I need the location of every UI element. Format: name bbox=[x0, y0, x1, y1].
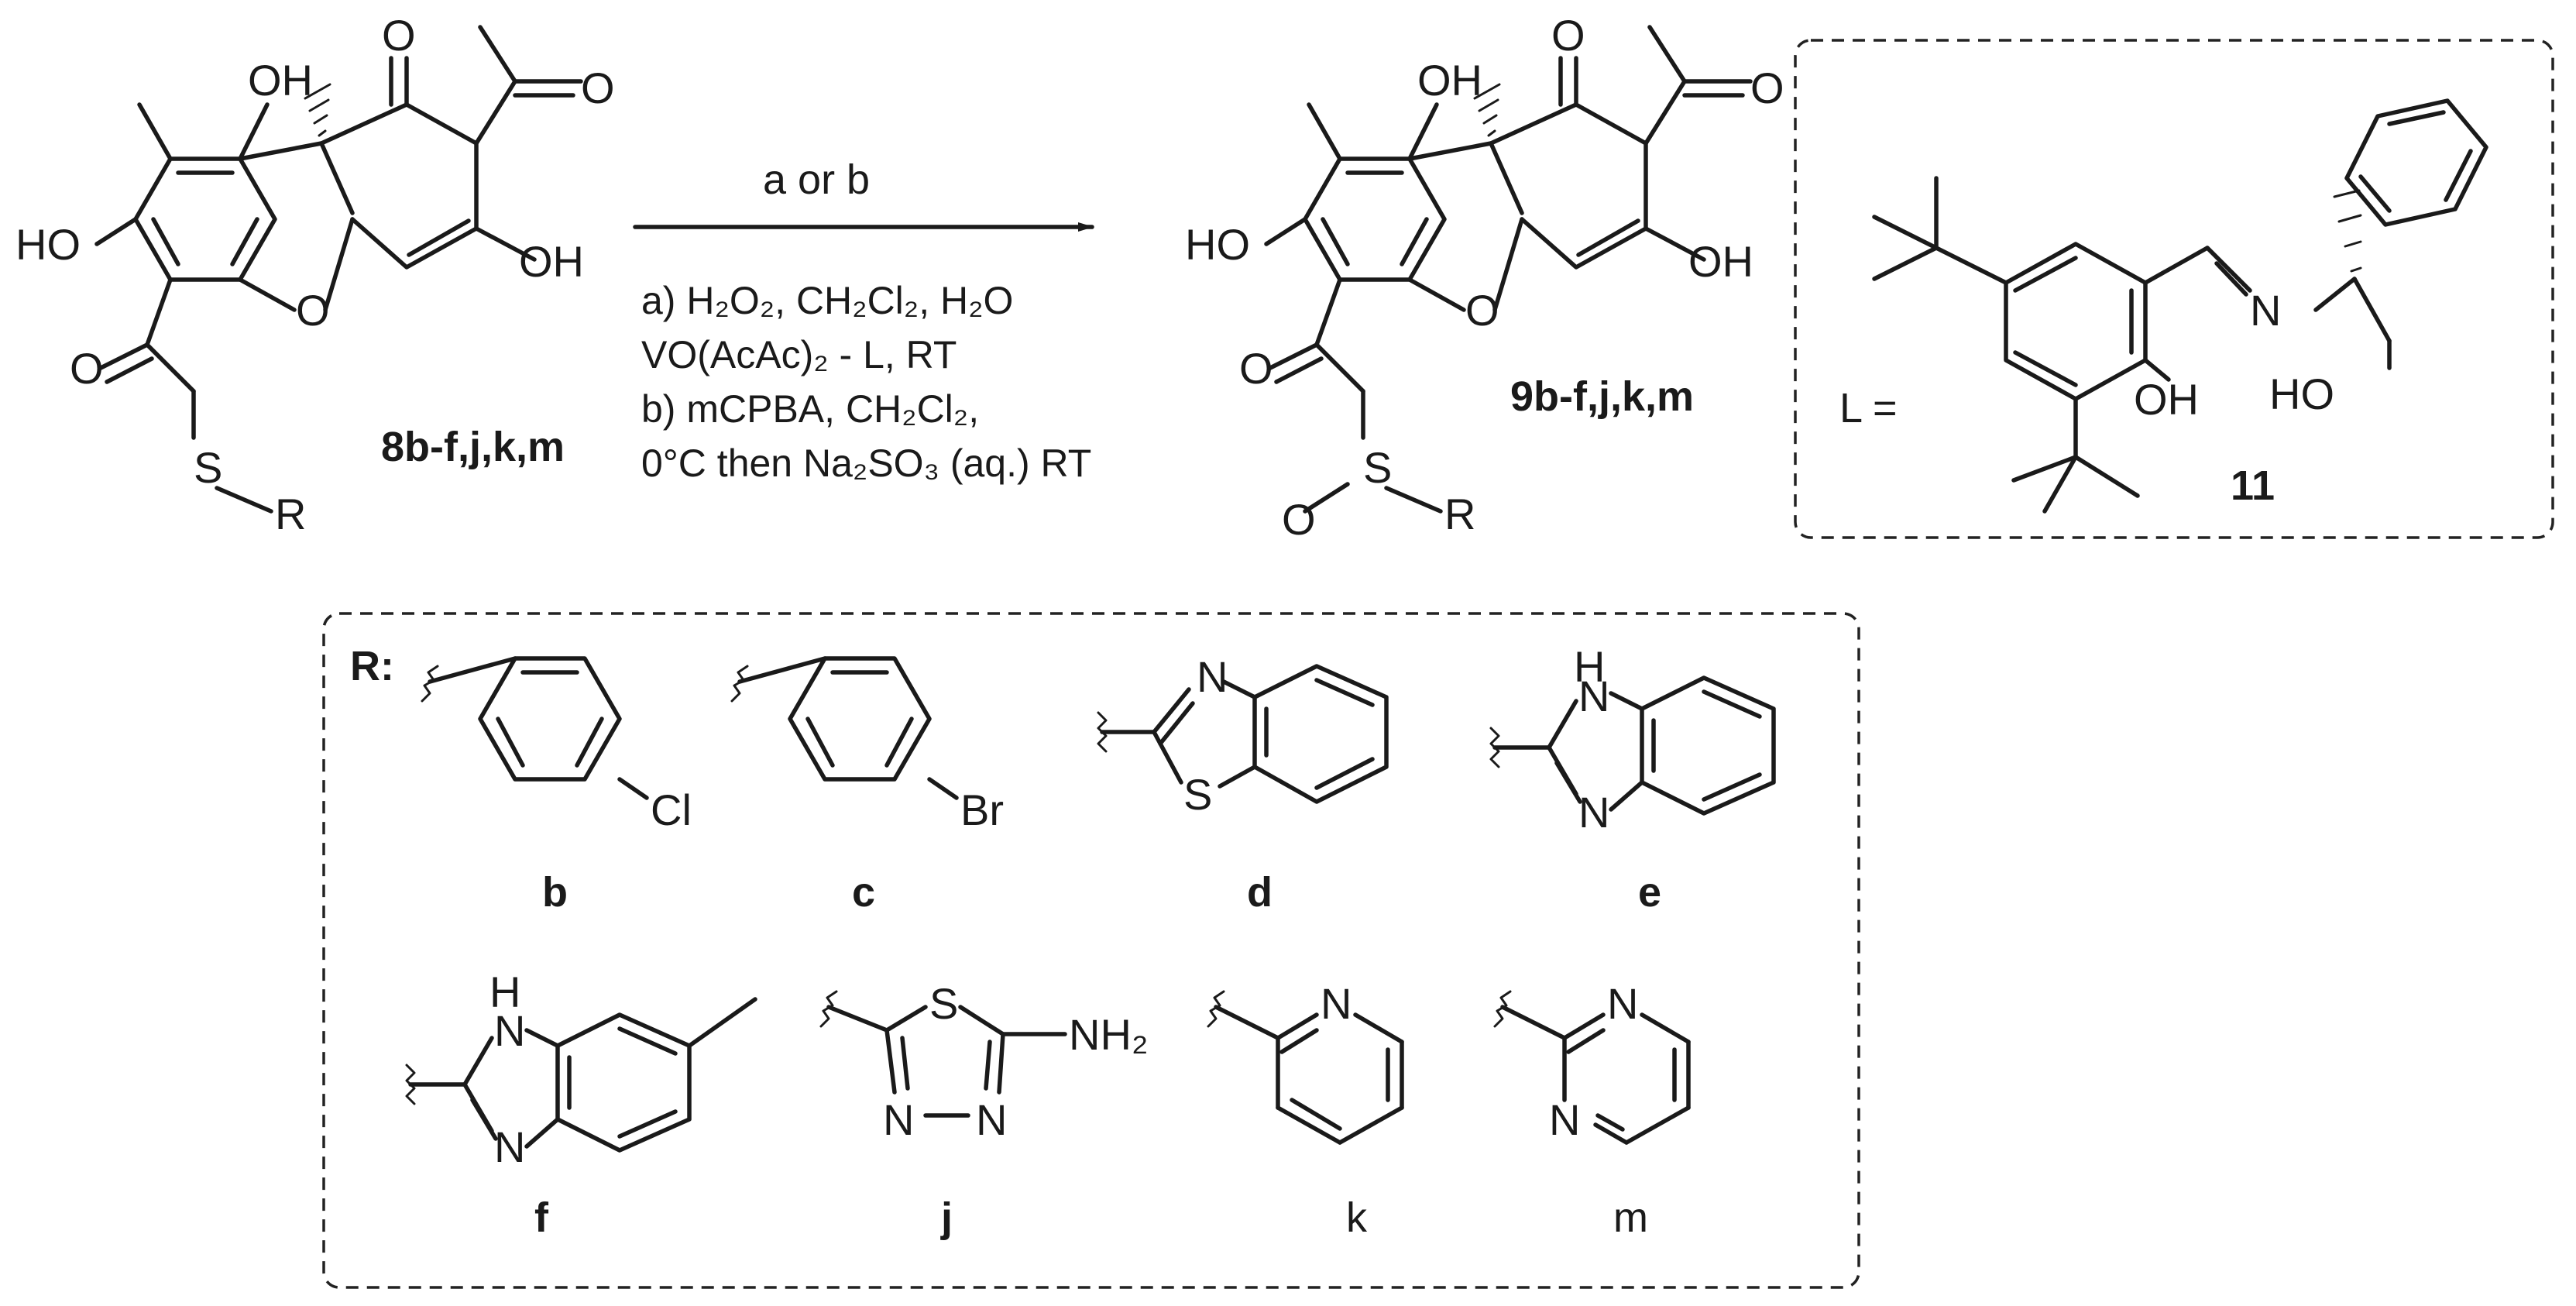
sm-acetyl-o: O bbox=[581, 64, 615, 112]
pr-r-group: R bbox=[1444, 490, 1475, 538]
pr-ring-o: O bbox=[1465, 286, 1499, 335]
arrow-label: a or b bbox=[763, 156, 870, 203]
starting-material-label: 8b-f,j,k,m bbox=[381, 424, 565, 470]
label-e: e bbox=[1638, 869, 1661, 916]
e-nitrogen: N bbox=[1578, 788, 1609, 837]
r-heading: R: bbox=[350, 643, 394, 689]
label-j: j bbox=[940, 1194, 953, 1241]
f-nitrogen: N bbox=[494, 1122, 525, 1171]
ligand-phenol-oh: OH bbox=[2134, 375, 2199, 424]
condition-b-line1: b) mCPBA, CH₂Cl₂, bbox=[641, 387, 979, 431]
label-f: f bbox=[534, 1194, 549, 1241]
b-chloro: Cl bbox=[651, 785, 692, 834]
m-nitrogen-2: N bbox=[1549, 1095, 1580, 1144]
substituent-j-structure bbox=[819, 990, 1067, 1118]
pr-ho-left: HO bbox=[1185, 220, 1250, 269]
label-c: c bbox=[852, 869, 875, 916]
sm-ketone-o: O bbox=[382, 11, 416, 60]
pr-oh-top: OH bbox=[1417, 56, 1482, 105]
substituent-e-structure bbox=[1489, 675, 1776, 816]
m-nitrogen-1: N bbox=[1607, 979, 1638, 1028]
substituent-c-structure bbox=[730, 656, 959, 800]
label-m: m bbox=[1613, 1194, 1648, 1241]
sm-sulfur: S bbox=[194, 443, 222, 492]
starting-material-structure: OH O O OH HO O O S R bbox=[15, 11, 615, 538]
pr-oh-right: OH bbox=[1688, 237, 1753, 286]
e-nh-h: H bbox=[1574, 642, 1605, 691]
sm-ho-left: HO bbox=[15, 220, 81, 269]
sm-r-group: R bbox=[275, 490, 306, 538]
substituent-f-structure bbox=[405, 997, 757, 1153]
substituent-k-structure bbox=[1207, 990, 1404, 1145]
sm-oh-top: OH bbox=[248, 56, 313, 105]
label-k: k bbox=[1346, 1194, 1368, 1241]
sm-ketone-o2: O bbox=[70, 344, 104, 393]
ligand-structure bbox=[1872, 98, 2488, 514]
condition-b-line2: 0°C then Na₂SO₃ (aq.) RT bbox=[641, 442, 1091, 485]
d-nitrogen: N bbox=[1197, 652, 1228, 701]
pr-sulfur: S bbox=[1363, 443, 1392, 492]
f-nh-h: H bbox=[489, 967, 520, 1016]
product-label: 9b-f,j,k,m bbox=[1510, 373, 1694, 420]
pr-sulfoxide-o: O bbox=[1282, 495, 1316, 544]
d-sulfur: S bbox=[1183, 770, 1212, 819]
j-nitrogen-1: N bbox=[883, 1095, 914, 1144]
pr-ketone-o: O bbox=[1551, 11, 1585, 60]
pr-acetyl-o: O bbox=[1750, 64, 1784, 112]
j-nitrogen-2: N bbox=[976, 1095, 1007, 1144]
k-nitrogen: N bbox=[1321, 979, 1352, 1028]
substituent-d-structure bbox=[1097, 664, 1389, 804]
sm-ring-o: O bbox=[296, 286, 330, 335]
pr-ketone-o2: O bbox=[1239, 344, 1273, 393]
ligand-label: 11 bbox=[2231, 462, 2275, 509]
label-b: b bbox=[542, 869, 568, 916]
ligand-box bbox=[1794, 39, 2554, 539]
condition-a-line2: VO(AcAc)₂ - L, RT bbox=[641, 333, 957, 376]
product-structure: OH O O OH HO O O S O R bbox=[1185, 11, 1784, 544]
j-amino: NH₂ bbox=[1069, 1010, 1149, 1059]
condition-a-line1: a) H₂O₂, CH₂Cl₂, H₂O bbox=[641, 279, 1013, 322]
r-group-box bbox=[322, 612, 1860, 1289]
f-nh-n: N bbox=[494, 1006, 525, 1055]
c-bromo: Br bbox=[960, 785, 1004, 834]
ligand-alcohol-ho: HO bbox=[2269, 369, 2334, 418]
ligand-nitrogen: N bbox=[2250, 286, 2281, 335]
sm-oh-right: OH bbox=[519, 237, 584, 286]
substituent-b-structure bbox=[421, 656, 649, 800]
label-d: d bbox=[1247, 869, 1273, 916]
e-nh-n: N bbox=[1578, 672, 1609, 720]
ligand-prefix: L = bbox=[1839, 385, 1898, 431]
substituent-m-structure bbox=[1493, 990, 1691, 1145]
j-sulfur: S bbox=[929, 979, 958, 1028]
